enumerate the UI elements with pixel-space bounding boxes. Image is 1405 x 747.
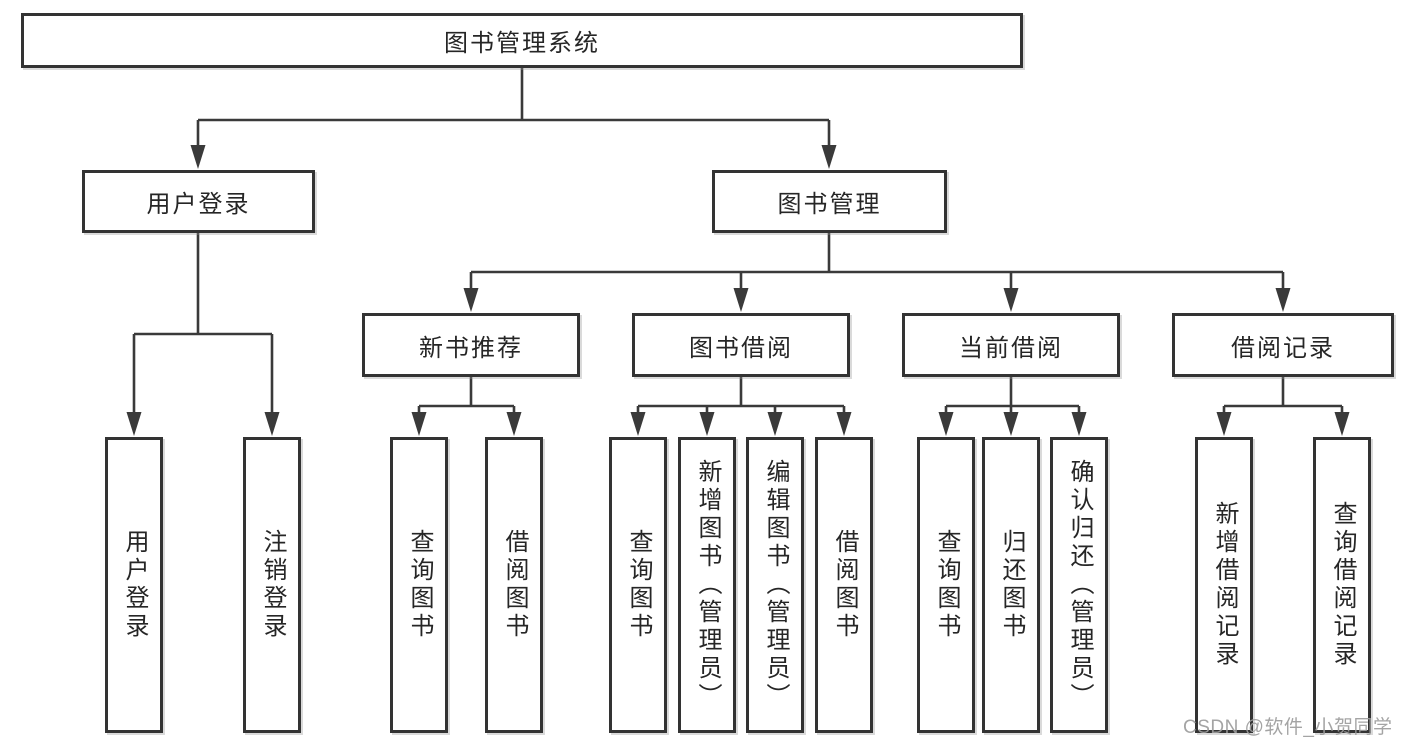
node-label: 当前借阅 — [959, 334, 1063, 362]
node-label: 用户登录 — [121, 529, 148, 641]
arrowhead — [938, 412, 954, 436]
node-label: 注销登录 — [259, 529, 286, 641]
node-leaf-add-books-admin: 新增图书（管理员） — [678, 437, 736, 733]
node-label: 查询图书 — [625, 529, 652, 641]
node-borrowing-records: 借阅记录 — [1172, 313, 1394, 377]
node-leaf-query-books-3: 查询图书 — [917, 437, 975, 733]
arrowhead — [1003, 412, 1019, 436]
arrowhead — [463, 288, 479, 312]
node-label: 编辑图书（管理员） — [762, 459, 789, 711]
arrowhead — [699, 412, 715, 436]
arrowhead — [1334, 412, 1350, 436]
node-leaf-query-books-2: 查询图书 — [609, 437, 667, 733]
connector-root-to-level2 — [190, 68, 837, 169]
arrowhead — [821, 145, 837, 169]
arrowhead — [1275, 288, 1291, 312]
node-leaf-return-books: 归还图书 — [982, 437, 1040, 733]
node-label: 借阅图书 — [831, 529, 858, 641]
node-label: 新增图书（管理员） — [694, 459, 721, 711]
arrowhead — [190, 145, 206, 169]
node-label: 图书管理系统 — [444, 30, 600, 57]
csdn-watermark: CSDN @软件_小贺同学 — [1183, 717, 1393, 738]
arrowhead — [733, 288, 749, 312]
arrowhead — [264, 412, 280, 436]
connector-records-to-leaves — [1216, 377, 1350, 436]
connector-bookborrow-to-leaves — [630, 377, 852, 436]
arrowhead — [1216, 412, 1232, 436]
node-label: 用户登录 — [146, 191, 251, 218]
connector-currentborrow-to-leaves — [938, 377, 1087, 436]
connector-bookmgmt-to-level3 — [463, 233, 1291, 312]
node-leaf-logout: 注销登录 — [243, 437, 301, 733]
node-label: 新增借阅记录 — [1211, 501, 1238, 669]
node-label: 借阅记录 — [1231, 334, 1335, 362]
node-leaf-user-login: 用户登录 — [105, 437, 163, 733]
node-library-system: 图书管理系统 — [21, 13, 1023, 68]
node-leaf-query-borrow-record: 查询借阅记录 — [1313, 437, 1371, 733]
node-leaf-borrow-books-2: 借阅图书 — [815, 437, 873, 733]
node-label: 查询图书 — [933, 529, 960, 641]
node-label: 查询图书 — [406, 529, 433, 641]
node-label: 新书推荐 — [419, 334, 523, 362]
arrowhead — [126, 412, 142, 436]
node-label: 图书管理 — [777, 191, 882, 218]
arrowhead — [836, 412, 852, 436]
node-leaf-borrow-books-1: 借阅图书 — [485, 437, 543, 733]
node-label: 归还图书 — [998, 529, 1025, 641]
arrowhead — [506, 412, 522, 436]
arrowhead — [767, 412, 783, 436]
node-new-book-recommend: 新书推荐 — [362, 313, 580, 377]
node-leaf-add-borrow-record: 新增借阅记录 — [1195, 437, 1253, 733]
node-label: 确认归还（管理员） — [1066, 459, 1093, 711]
node-label: 图书借阅 — [689, 334, 793, 362]
arrowhead — [1003, 288, 1019, 312]
node-leaf-confirm-return-admin: 确认归还（管理员） — [1050, 437, 1108, 733]
arrowhead — [1071, 412, 1087, 436]
node-label: 查询借阅记录 — [1329, 501, 1356, 669]
arrowhead — [411, 412, 427, 436]
node-book-management: 图书管理 — [712, 170, 947, 233]
arrowhead — [630, 412, 646, 436]
connector-newbook-to-leaves — [411, 377, 522, 436]
node-user-login: 用户登录 — [82, 170, 315, 233]
node-leaf-edit-books-admin: 编辑图书（管理员） — [746, 437, 804, 733]
node-book-borrowing: 图书借阅 — [632, 313, 850, 377]
node-label: 借阅图书 — [501, 529, 528, 641]
connector-userlogin-to-leaves — [126, 233, 280, 436]
node-leaf-query-books-1: 查询图书 — [390, 437, 448, 733]
node-current-borrowing: 当前借阅 — [902, 313, 1120, 377]
